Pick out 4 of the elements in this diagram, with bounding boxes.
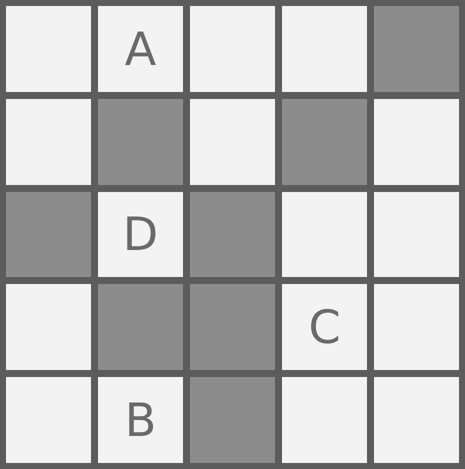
cell-letter: C (308, 304, 341, 350)
cell-letter: D (122, 211, 158, 258)
cell-letter: B (124, 397, 156, 444)
cell-letter: A (124, 26, 156, 72)
